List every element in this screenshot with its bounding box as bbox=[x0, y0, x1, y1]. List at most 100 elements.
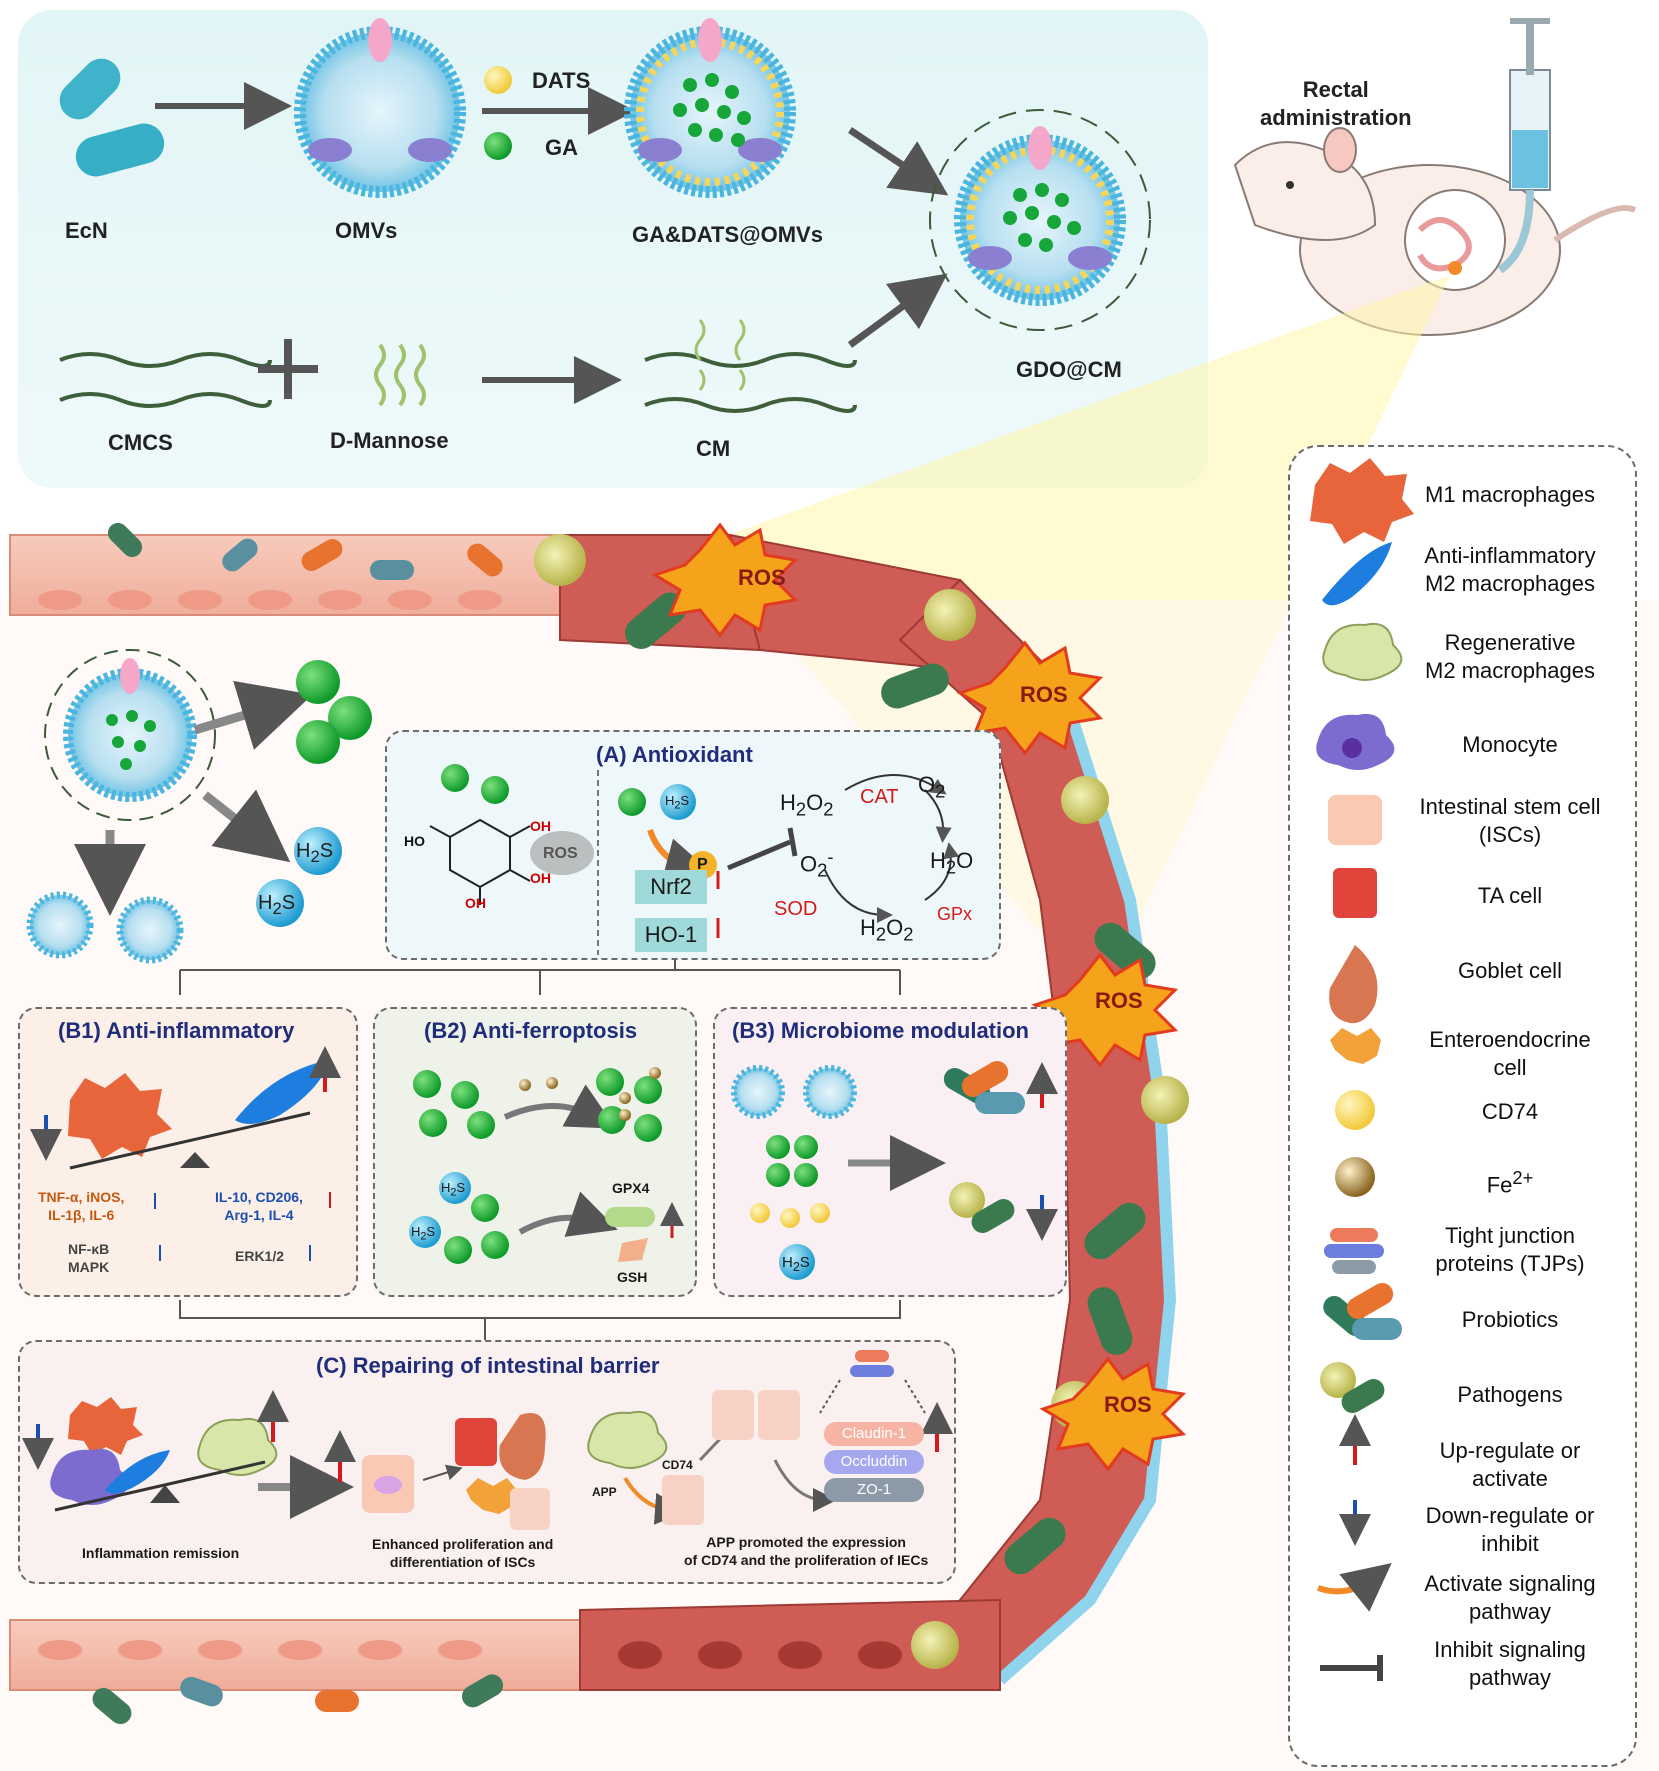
gut-microbes bbox=[92, 522, 1189, 1725]
legend-m2-anti: Anti-inflammatory M2 macrophages bbox=[1424, 543, 1596, 596]
ros-burst-icons bbox=[651, 522, 1187, 1472]
ros-label-2: ROS bbox=[1020, 682, 1068, 707]
legend-isc: Intestinal stem cell (ISCs) bbox=[1419, 794, 1601, 847]
anti-ferroptosis-title: (B2) Anti-ferroptosis bbox=[424, 1018, 638, 1043]
ga-ho-label: HO bbox=[404, 833, 425, 849]
gdo-cm-icon bbox=[929, 109, 1151, 331]
ga-dats-omv-icon bbox=[624, 18, 796, 198]
antioxidant-title: (A) Antioxidant bbox=[596, 742, 753, 767]
syringe-icon bbox=[1497, 18, 1551, 274]
gpx-label: GPx bbox=[937, 904, 973, 924]
legend-up: Up-regulate or activate bbox=[1439, 1438, 1581, 1491]
legend-ta: TA cell bbox=[1477, 883, 1543, 908]
phospho-label: P bbox=[697, 856, 708, 873]
stem-cell-icon bbox=[1328, 795, 1382, 845]
legend-probiotics: Probiotics bbox=[1461, 1307, 1559, 1332]
ros-label-4: ROS bbox=[1104, 1392, 1152, 1417]
gdo-cm-release-icon bbox=[44, 649, 216, 821]
h2o2-bottom: H2O2 bbox=[860, 915, 914, 945]
cd74-label: CD74 bbox=[662, 1458, 693, 1472]
tjp-icon bbox=[1324, 1228, 1384, 1274]
occludin-box: Occluddin bbox=[824, 1450, 924, 1474]
o2-minus-label: O2- bbox=[800, 846, 834, 881]
h2o-label: H2O bbox=[930, 848, 974, 878]
pro-inflammatory-markers: TNF-α, iNOS, IL-1β, IL-6 bbox=[38, 1189, 125, 1223]
legend-enteroendocrine: Enteroendocrine cell bbox=[1429, 1027, 1591, 1080]
gpx4-label: GPX4 bbox=[612, 1180, 650, 1196]
ga-oh-3: OH bbox=[465, 895, 486, 911]
claudin-box: Claudin-1 bbox=[824, 1422, 924, 1446]
nfkb-mapk-label: NF-κB MAPK bbox=[68, 1241, 110, 1275]
cmcs-label: CMCS bbox=[108, 430, 173, 455]
inhibit-icon bbox=[1320, 1655, 1383, 1681]
anti-inflammatory-markers: IL-10, CD206, Arg-1, IL-4 bbox=[215, 1189, 303, 1223]
anti-inflammatory-title: (B1) Anti-inflammatory bbox=[58, 1018, 295, 1043]
zo1-box: ZO-1 bbox=[824, 1478, 924, 1502]
intestine-bottom-row bbox=[9, 1598, 1001, 1691]
ros-label-3: ROS bbox=[1095, 988, 1143, 1013]
d-mannose-label: D-Mannose bbox=[330, 428, 449, 453]
legend-inhibit: Inhibit signaling pathway bbox=[1434, 1637, 1586, 1690]
activate-arrow-icon bbox=[1317, 1563, 1392, 1612]
h2s-label-2: H2S bbox=[258, 892, 296, 918]
app-caption: APP promoted the expression of CD74 and … bbox=[684, 1534, 929, 1568]
gsh-label: GSH bbox=[617, 1269, 648, 1285]
legend-pathogens: Pathogens bbox=[1457, 1382, 1563, 1407]
microbiome-title: (B3) Microbiome modulation bbox=[732, 1018, 1029, 1043]
omv-icon bbox=[294, 18, 466, 198]
legend-m2-regen: Regenerative M2 macrophages bbox=[1425, 630, 1595, 683]
ecn-bacteria-icon bbox=[59, 58, 165, 177]
legend-cd74: CD74 bbox=[1481, 1099, 1539, 1124]
ros-label-1: ROS bbox=[738, 565, 786, 590]
cat-label: CAT bbox=[860, 786, 899, 808]
cd74-icon bbox=[1335, 1090, 1375, 1130]
fe-icon bbox=[1335, 1157, 1375, 1197]
m2-anti-inflammatory-icon bbox=[1322, 542, 1392, 606]
legend-monocyte: Monocyte bbox=[1462, 732, 1558, 757]
probiotics-icon bbox=[1323, 1283, 1402, 1340]
nrf2-box: Nrf2 bbox=[635, 870, 707, 904]
inflammation-remission-caption: Inflammation remission bbox=[82, 1545, 240, 1561]
o2-label: O2 bbox=[918, 772, 946, 802]
h2s-b2-2: H2S bbox=[411, 1224, 436, 1243]
m2-regenerative-icon bbox=[1322, 623, 1403, 681]
enteroendocrine-icon bbox=[1330, 1028, 1381, 1064]
erk-label: ERK1/2 bbox=[235, 1248, 285, 1264]
h2s-b3: H2S bbox=[782, 1254, 810, 1274]
barrier-repair-title: (C) Repairing of intestinal barrier bbox=[316, 1353, 660, 1378]
goblet-cell-icon bbox=[1329, 945, 1378, 1024]
h2o2-top: H2O2 bbox=[780, 790, 834, 820]
legend-down: Down-regulate or inhibit bbox=[1425, 1503, 1595, 1556]
legend-goblet: Goblet cell bbox=[1458, 958, 1562, 983]
gdo-cm-label: GDO@CM bbox=[1016, 357, 1122, 382]
ga-dats-omvs-label: GA&DATS@OMVs bbox=[632, 222, 823, 247]
legend-tjp: Tight junction proteins (TJPs) bbox=[1435, 1223, 1585, 1276]
rectal-administration-label: Rectal administration bbox=[1260, 77, 1412, 130]
legend-activate: Activate signaling pathway bbox=[1424, 1571, 1596, 1624]
h2s-label-1: H2S bbox=[296, 840, 334, 866]
dats-label: DATS bbox=[532, 68, 591, 93]
empty-omv-icons bbox=[26, 891, 184, 964]
ga-oh-2: OH bbox=[530, 870, 551, 886]
h2s-small: H2S bbox=[665, 793, 690, 812]
cm-label: CM bbox=[696, 436, 731, 461]
app-label: APP bbox=[592, 1485, 617, 1499]
h2s-b2-1: H2S bbox=[441, 1180, 466, 1199]
ga-oh-1: OH bbox=[530, 818, 551, 834]
legend-fe: Fe2+ bbox=[1486, 1167, 1534, 1198]
ecn-label: EcN bbox=[65, 218, 108, 243]
ta-cell-icon bbox=[1333, 868, 1377, 918]
anti-inflammatory-box bbox=[18, 1007, 358, 1297]
sod-label: SOD bbox=[774, 898, 818, 920]
mouse-icon bbox=[1233, 127, 1637, 336]
pathogens-icon bbox=[1320, 1362, 1385, 1413]
ga-label: GA bbox=[545, 135, 578, 160]
ho1-box: HO-1 bbox=[635, 918, 707, 952]
omvs-label: OMVs bbox=[335, 218, 398, 243]
